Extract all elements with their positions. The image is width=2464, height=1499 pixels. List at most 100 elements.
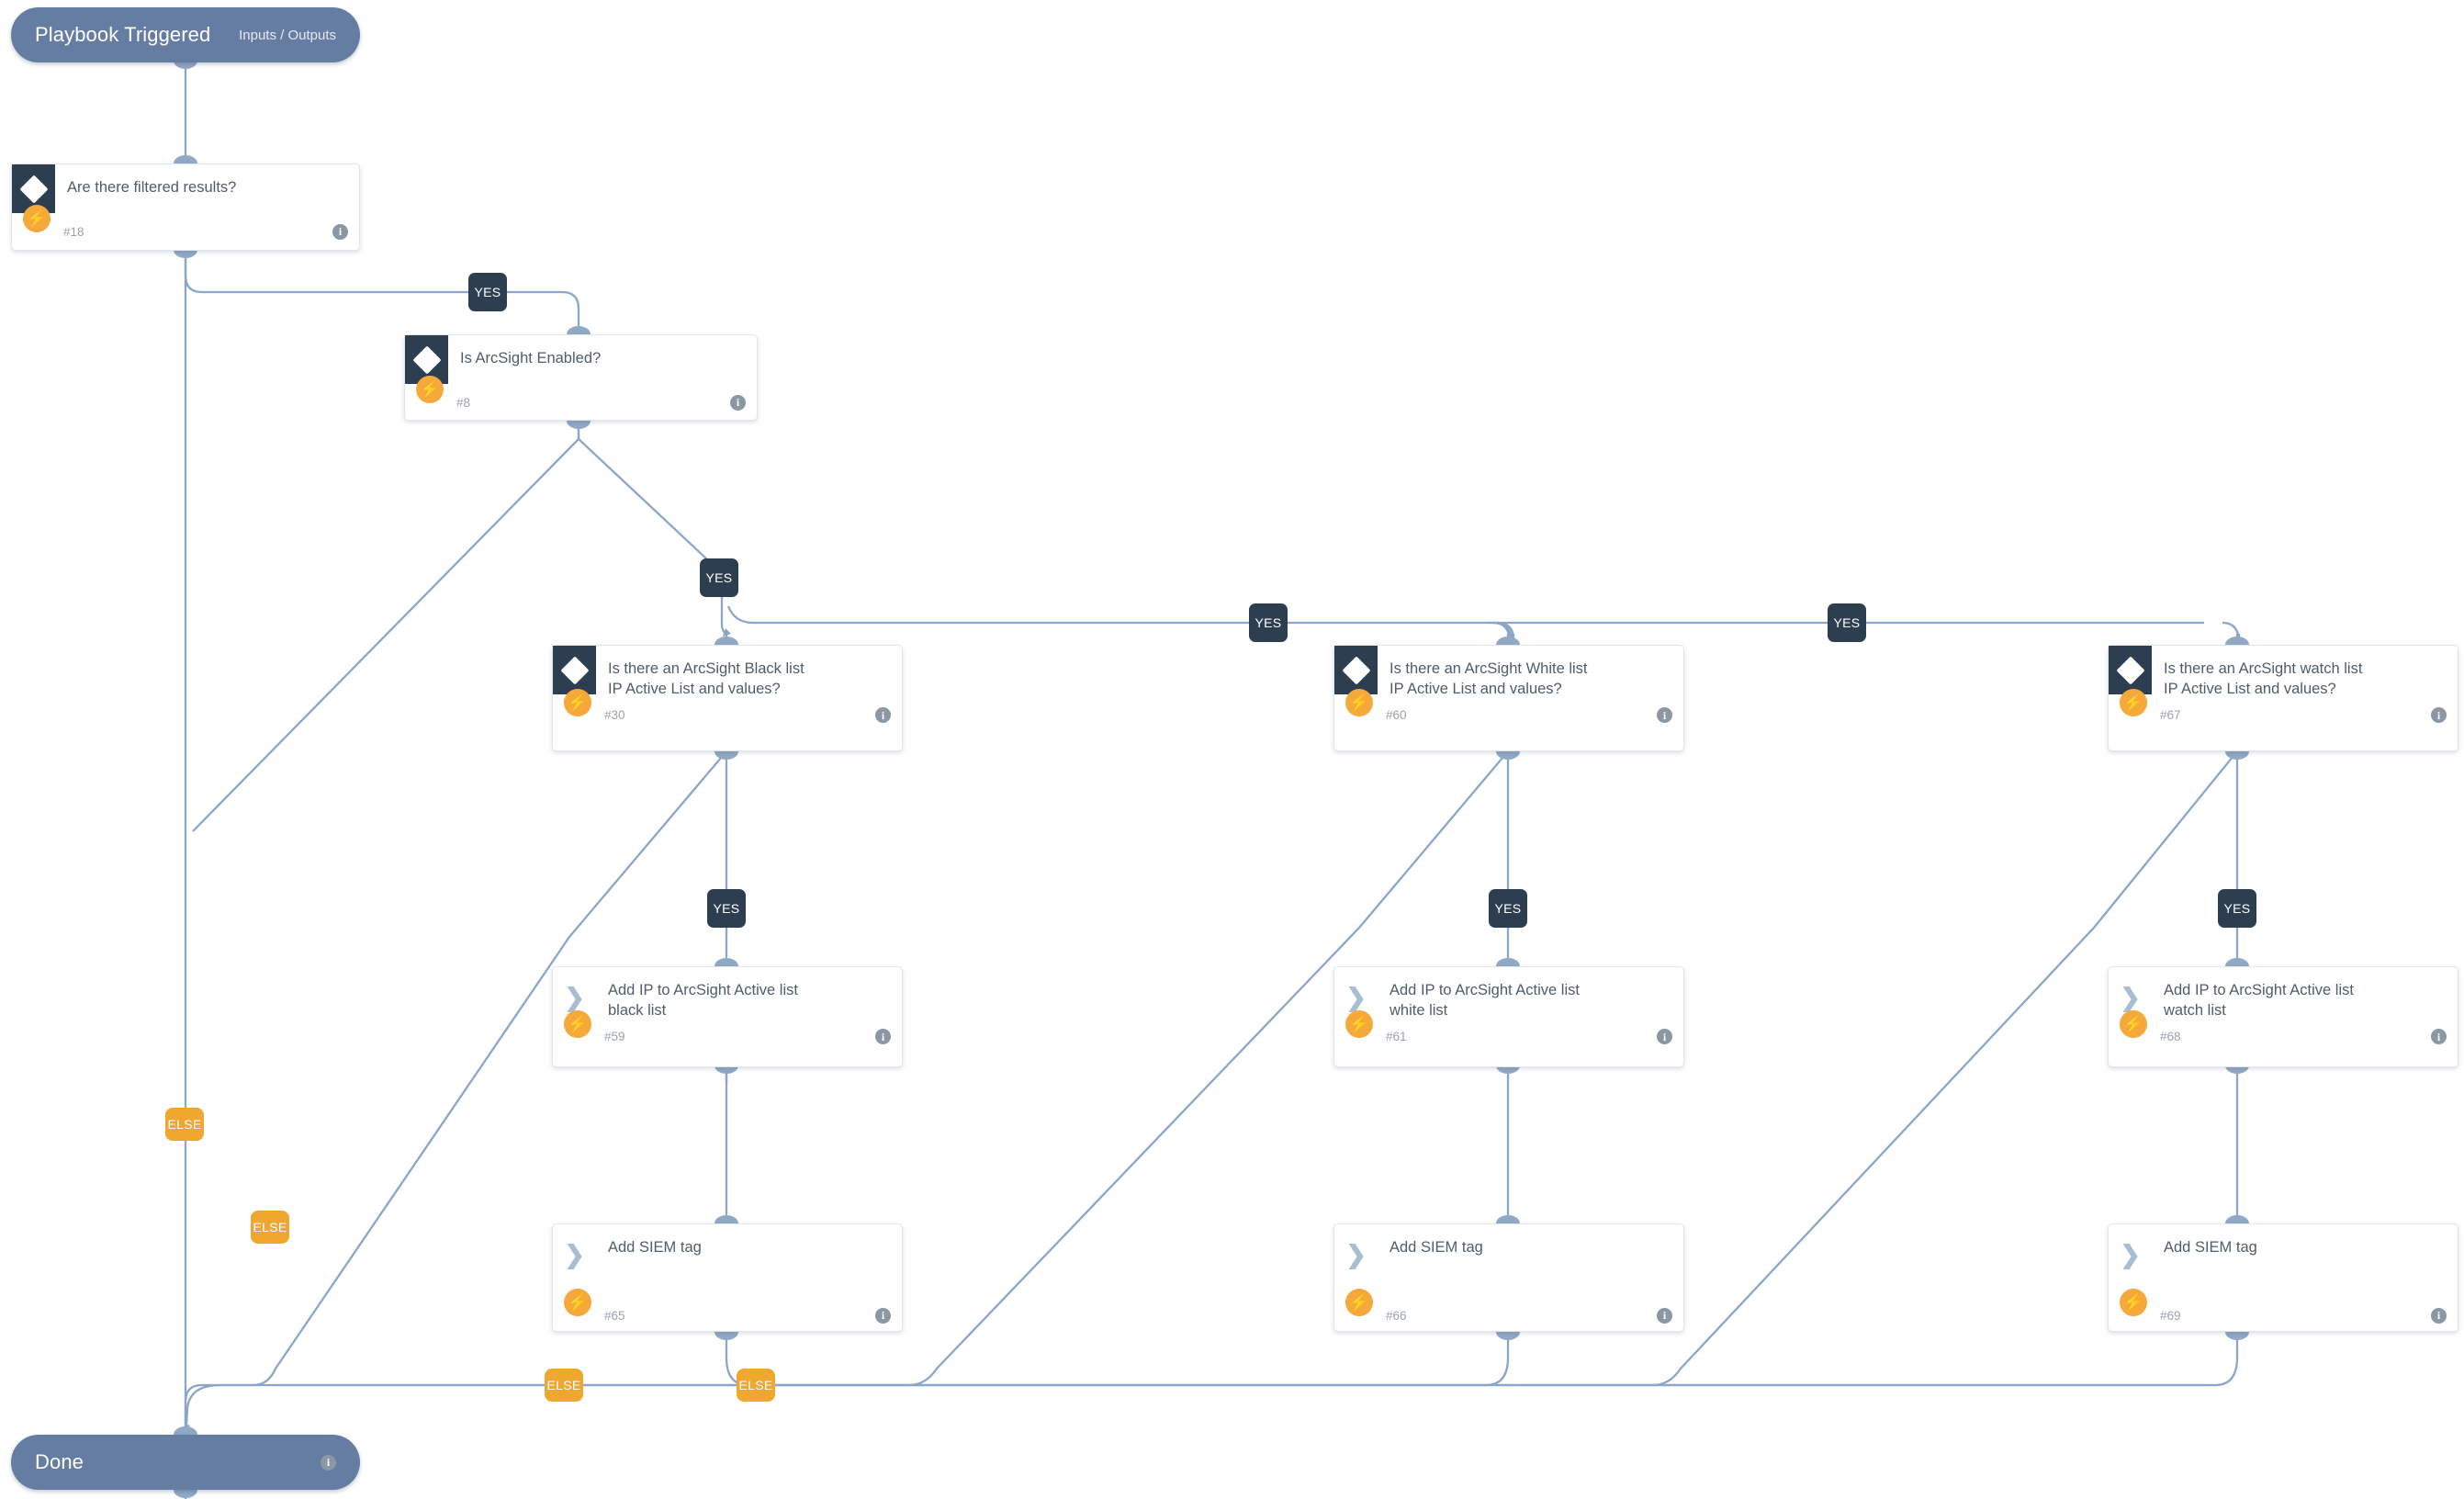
- chevron-right-icon: ❯: [1345, 1240, 1367, 1268]
- info-icon[interactable]: i: [321, 1454, 336, 1471]
- node-60-title: Is there an ArcSight White list IP Activ…: [1390, 660, 1588, 698]
- info-icon[interactable]: i: [2431, 707, 2447, 724]
- node-61-title: Add IP to ArcSight Active list white lis…: [1390, 982, 1580, 1020]
- node-67-foot: ⚡ #67 i: [2109, 688, 2458, 731]
- node-68-card[interactable]: ❯ Add IP to ArcSight Active list watch l…: [2108, 966, 2458, 1067]
- bolt-icon: ⚡: [2120, 1009, 2147, 1038]
- node-67-number: #67: [2160, 708, 2181, 723]
- chevron-right-icon: ❯: [2120, 1240, 2141, 1268]
- bolt-icon: ⚡: [23, 205, 51, 232]
- node-65-number: #65: [604, 1308, 625, 1323]
- node-30-foot: ⚡ #30 i: [553, 688, 902, 731]
- edge-badge-yes-7[interactable]: YES: [2218, 889, 2256, 928]
- info-icon[interactable]: i: [2431, 1307, 2447, 1324]
- chevron-right-icon: ❯: [2120, 983, 2141, 1011]
- bolt-icon: ⚡: [1345, 688, 1373, 716]
- edge-badge-else-4[interactable]: ELSE: [737, 1369, 775, 1402]
- node-18-foot: ⚡ #18 i: [12, 205, 359, 247]
- bolt-icon: ⚡: [564, 1009, 591, 1038]
- bolt-icon: ⚡: [416, 376, 444, 403]
- node-18-card[interactable]: Are there filtered results? ⚡ #18 i: [11, 163, 360, 251]
- node-59-foot: ⚡ #59 i: [553, 1009, 902, 1053]
- node-69-head: ❯ Add SIEM tag: [2109, 1224, 2458, 1276]
- node-65-title: Add SIEM tag: [608, 1239, 702, 1256]
- info-icon[interactable]: i: [1657, 707, 1672, 724]
- node-8-title: Is ArcSight Enabled?: [460, 350, 602, 366]
- edge-badge-yes-2[interactable]: YES: [700, 558, 738, 597]
- edge-badge-yes-3[interactable]: YES: [1249, 603, 1288, 642]
- info-icon[interactable]: i: [332, 223, 348, 240]
- node-60-head: Is there an ArcSight White list IP Activ…: [1334, 646, 1683, 700]
- done-node[interactable]: Done i: [11, 1435, 360, 1490]
- playbook-triggered-node[interactable]: Playbook Triggered Inputs / Outputs: [11, 7, 360, 62]
- info-icon[interactable]: i: [1657, 1029, 1672, 1045]
- node-8-head: Is ArcSight Enabled?: [405, 335, 757, 387]
- node-66-card[interactable]: ❯ Add SIEM tag ⚡ #66 i: [1333, 1223, 1684, 1332]
- edge-badge-yes-5[interactable]: YES: [707, 889, 746, 928]
- info-icon[interactable]: i: [875, 1307, 891, 1324]
- node-66-head: ❯ Add SIEM tag: [1334, 1224, 1683, 1276]
- node-67-head: Is there an ArcSight watch list IP Activ…: [2109, 646, 2458, 700]
- playbook-triggered-label: Playbook Triggered: [35, 23, 211, 46]
- node-61-card[interactable]: ❯ Add IP to ArcSight Active list white l…: [1333, 966, 1684, 1067]
- node-68-title: Add IP to ArcSight Active list watch lis…: [2164, 982, 2354, 1020]
- node-8-foot: ⚡ #8 i: [405, 376, 757, 418]
- edge-badge-yes-1[interactable]: YES: [468, 273, 507, 311]
- node-8-number: #8: [456, 395, 471, 410]
- node-8-card[interactable]: Is ArcSight Enabled? ⚡ #8 i: [404, 334, 758, 421]
- node-69-foot: ⚡ #69 i: [2109, 1289, 2458, 1331]
- edge-badge-else-2[interactable]: ELSE: [251, 1211, 289, 1244]
- diamond-icon: [553, 646, 596, 694]
- node-59-head: ❯ Add IP to ArcSight Active list black l…: [553, 967, 902, 1021]
- node-60-number: #60: [1386, 708, 1407, 723]
- edge-badge-yes-6[interactable]: YES: [1489, 889, 1527, 928]
- info-icon[interactable]: i: [1657, 1307, 1672, 1324]
- edge-badge-else-1[interactable]: ELSE: [165, 1108, 204, 1141]
- bolt-icon: ⚡: [2120, 1289, 2147, 1316]
- node-59-title: Add IP to ArcSight Active list black lis…: [608, 982, 798, 1020]
- node-69-number: #69: [2160, 1308, 2181, 1323]
- bolt-icon: ⚡: [564, 688, 591, 716]
- node-59-number: #59: [604, 1030, 625, 1044]
- edge-badge-else-3[interactable]: ELSE: [545, 1369, 583, 1402]
- node-18-head: Are there filtered results?: [12, 164, 359, 216]
- node-68-head: ❯ Add IP to ArcSight Active list watch l…: [2109, 967, 2458, 1021]
- node-30-title: Is there an ArcSight Black list IP Activ…: [608, 660, 804, 698]
- node-59-card[interactable]: ❯ Add IP to ArcSight Active list black l…: [552, 966, 903, 1067]
- node-18-number: #18: [63, 224, 84, 239]
- info-icon[interactable]: i: [875, 1029, 891, 1045]
- chevron-right-icon: ❯: [1345, 983, 1367, 1011]
- node-60-card[interactable]: Is there an ArcSight White list IP Activ…: [1333, 645, 1684, 751]
- node-30-number: #30: [604, 708, 625, 723]
- done-label: Done: [35, 1450, 84, 1473]
- node-65-foot: ⚡ #65 i: [553, 1289, 902, 1331]
- diamond-icon: [2109, 646, 2152, 694]
- node-30-head: Is there an ArcSight Black list IP Activ…: [553, 646, 902, 700]
- node-69-title: Add SIEM tag: [2164, 1239, 2257, 1256]
- bolt-icon: ⚡: [2120, 688, 2147, 716]
- info-icon[interactable]: i: [875, 707, 891, 724]
- node-65-card[interactable]: ❯ Add SIEM tag ⚡ #65 i: [552, 1223, 903, 1332]
- node-68-foot: ⚡ #68 i: [2109, 1009, 2458, 1053]
- diamond-icon: [1334, 646, 1378, 694]
- node-61-number: #61: [1386, 1030, 1407, 1044]
- node-69-card[interactable]: ❯ Add SIEM tag ⚡ #69 i: [2108, 1223, 2458, 1332]
- node-67-card[interactable]: Is there an ArcSight watch list IP Activ…: [2108, 645, 2458, 751]
- info-icon[interactable]: i: [730, 394, 746, 411]
- chevron-right-icon: ❯: [564, 983, 585, 1011]
- node-68-number: #68: [2160, 1030, 2181, 1044]
- bolt-icon: ⚡: [1345, 1009, 1373, 1038]
- node-66-title: Add SIEM tag: [1390, 1239, 1483, 1256]
- info-icon[interactable]: i: [2431, 1029, 2447, 1045]
- node-66-number: #66: [1386, 1308, 1407, 1323]
- node-67-title: Is there an ArcSight watch list IP Activ…: [2164, 660, 2363, 698]
- node-61-head: ❯ Add IP to ArcSight Active list white l…: [1334, 967, 1683, 1021]
- node-18-title: Are there filtered results?: [67, 179, 237, 196]
- node-61-foot: ⚡ #61 i: [1334, 1009, 1683, 1053]
- node-65-head: ❯ Add SIEM tag: [553, 1224, 902, 1276]
- node-30-card[interactable]: Is there an ArcSight Black list IP Activ…: [552, 645, 903, 751]
- node-60-foot: ⚡ #60 i: [1334, 688, 1683, 731]
- inputs-outputs-link[interactable]: Inputs / Outputs: [239, 27, 336, 43]
- edge-badge-yes-4[interactable]: YES: [1828, 603, 1866, 642]
